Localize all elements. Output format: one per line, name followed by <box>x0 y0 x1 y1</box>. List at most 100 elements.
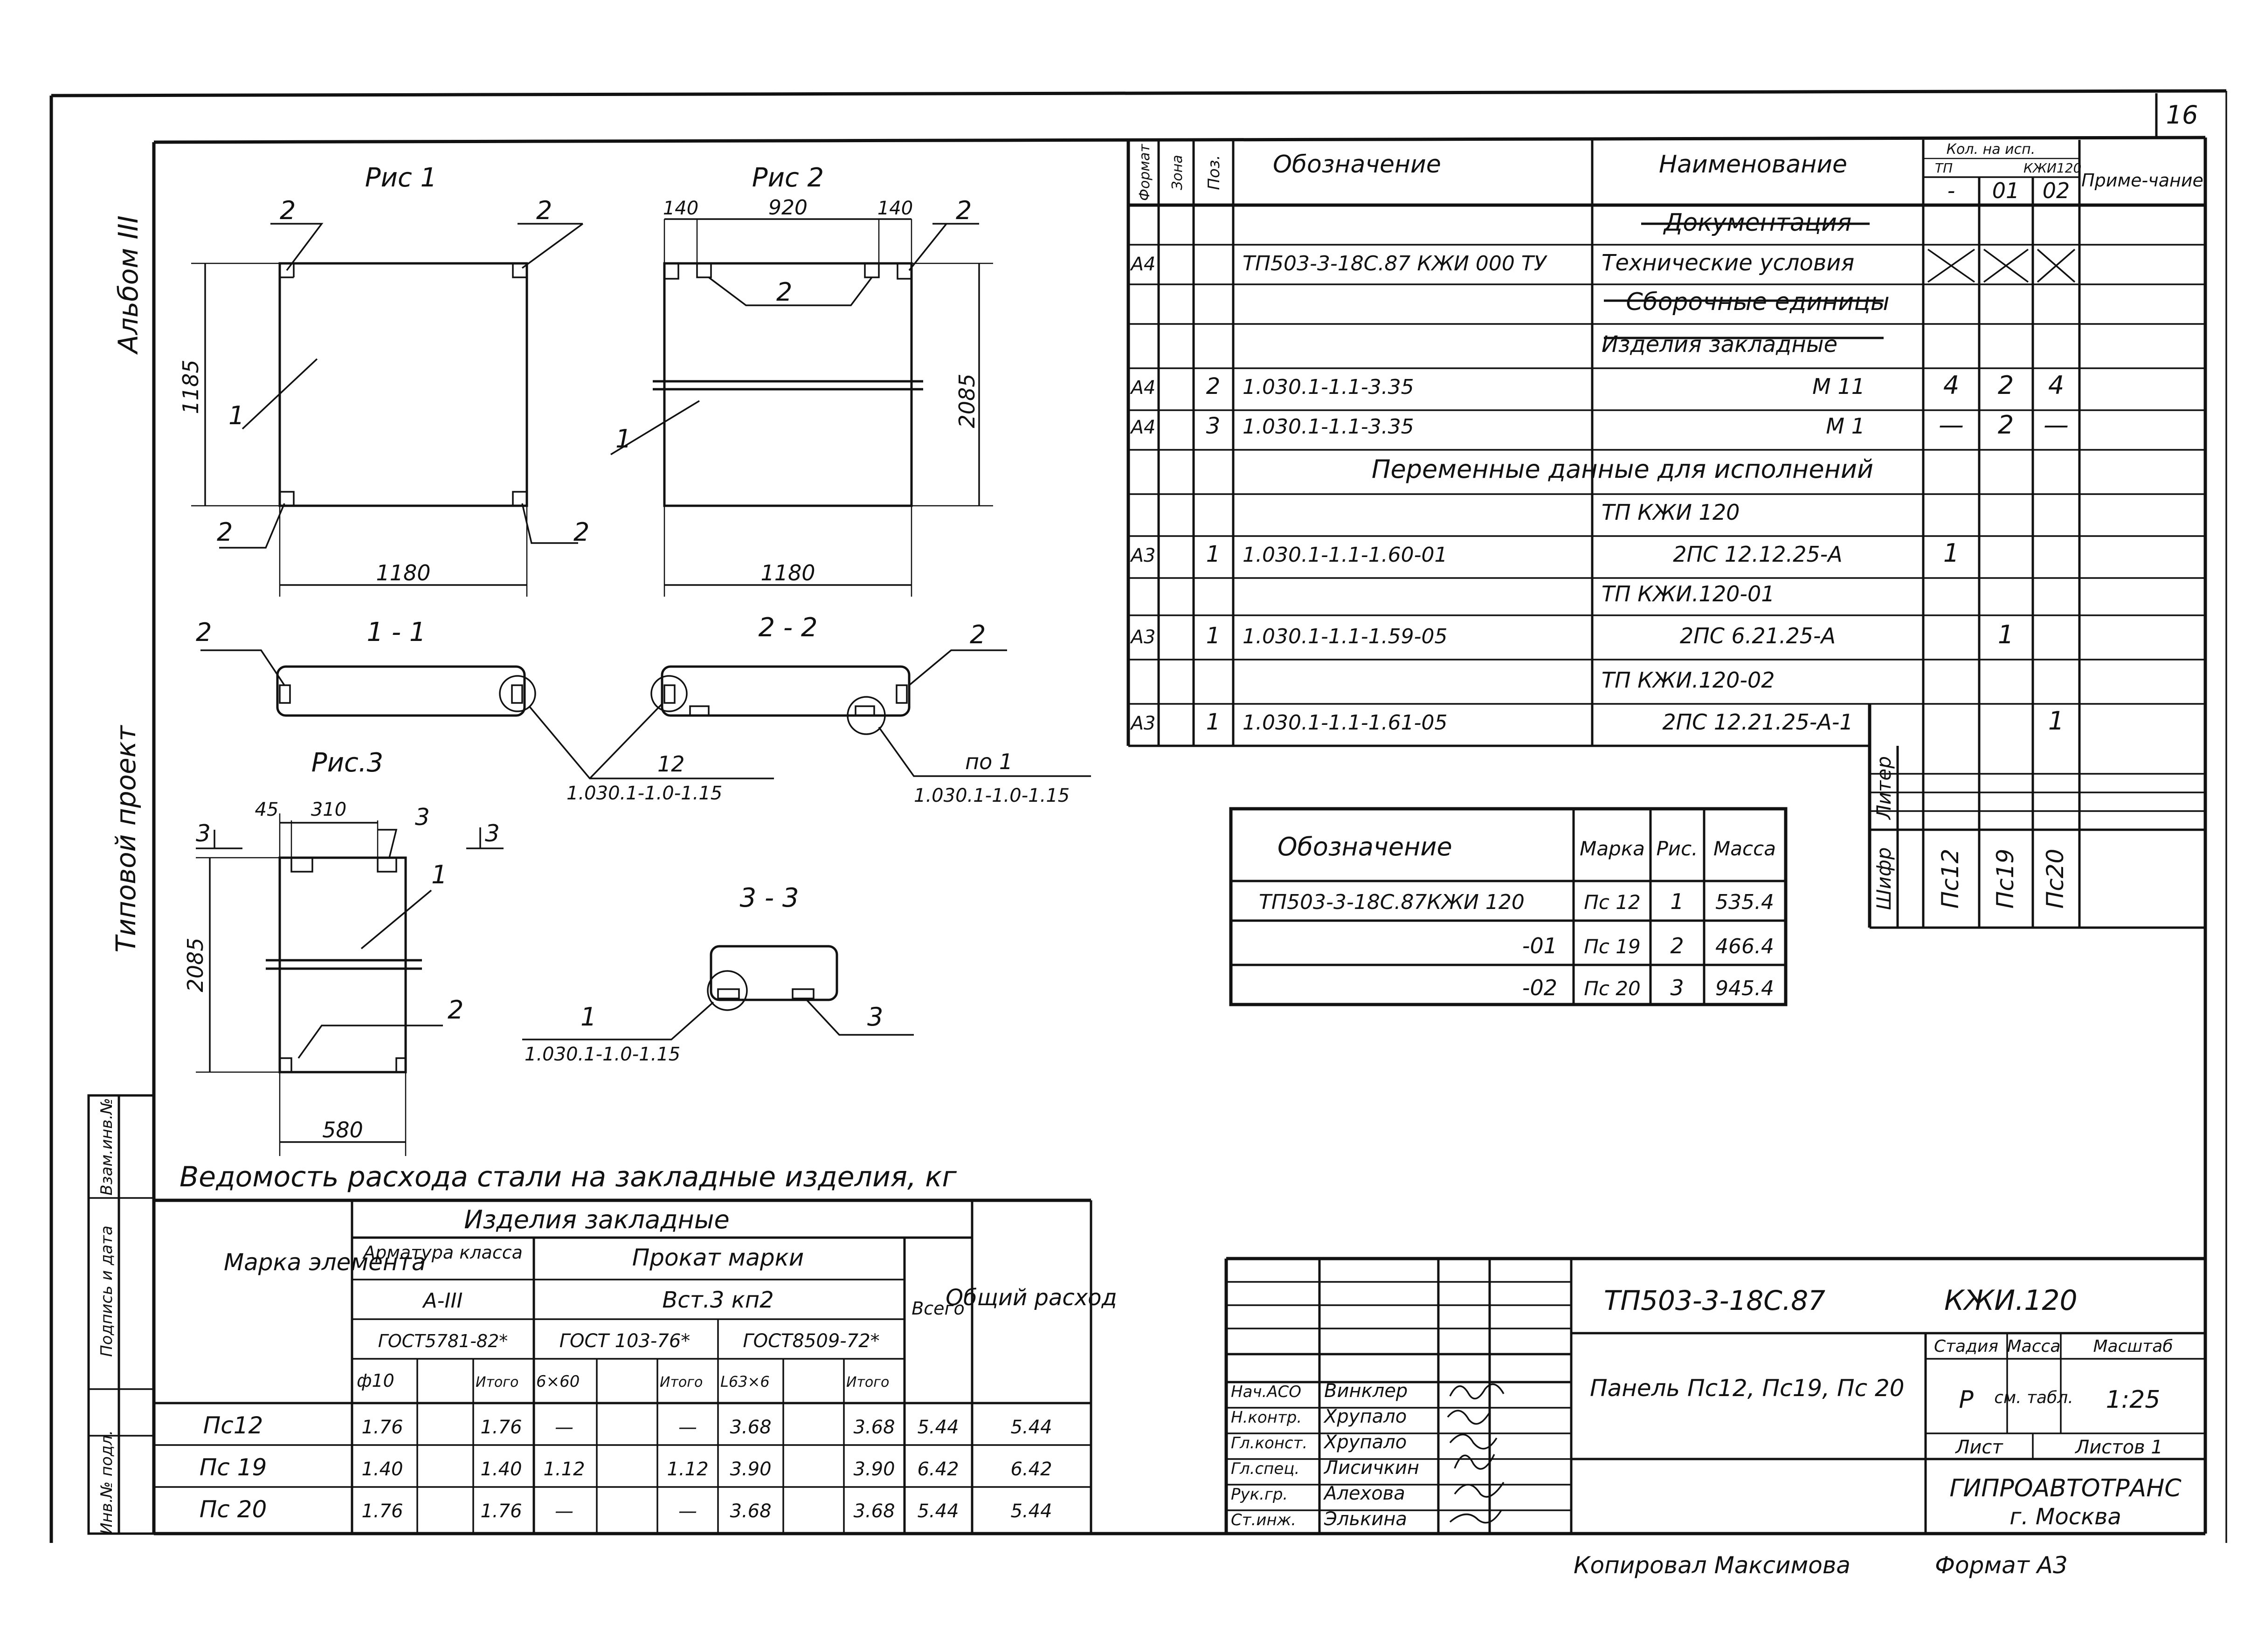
tb-mass: см. табл. <box>1994 1388 2073 1407</box>
spec-h-format: Формат <box>1137 144 1153 201</box>
spec-row-name: ТП КЖИ.120-02 <box>1602 668 1775 693</box>
tb-role: Гл.конст. <box>1231 1434 1307 1452</box>
tb-org: ГИПРОАВТОТРАНС <box>1949 1474 2182 1502</box>
steel-h-total-text: Общий расход <box>946 1285 1117 1311</box>
spec-h-pos: Поз. <box>1205 155 1223 190</box>
mass-row-designation: -02 <box>1522 975 1557 1000</box>
spec-row-pos: 3 <box>1206 413 1221 439</box>
mass-h-fig: Рис. <box>1656 837 1698 860</box>
spec-mark-0: Пс12 <box>1937 849 1964 909</box>
mass-h-mark: Марка <box>1580 837 1645 860</box>
mass-row-mark: Пс 19 <box>1584 935 1640 958</box>
steel-row-b: — <box>555 1417 573 1438</box>
spec-h-qty-kzhi: КЖИ120 <box>2023 160 2081 176</box>
steel-row-c: 3.68 <box>730 1501 771 1522</box>
tb-scale: 1:25 <box>2106 1386 2161 1414</box>
spec-row-format: А3 <box>1130 626 1156 648</box>
tb-mass-h: Масса <box>2007 1337 2061 1356</box>
fig2-dim-140b: 140 <box>877 198 913 219</box>
spec-h-note: Приме-чание <box>2081 170 2203 191</box>
fig3-dim-45: 45 <box>255 799 279 820</box>
ref2-code: 1.030.1-1.0-1.15 <box>914 785 1070 806</box>
spec-row-designation: ТП503-3-18С.87 КЖИ 000 ТУ <box>1243 252 1548 275</box>
fig3-title: Рис.3 <box>311 748 383 778</box>
fig3-pos2: 2 <box>448 995 463 1025</box>
tb-person: Лисичкин <box>1323 1457 1419 1479</box>
steel-h-group: Изделия закладные <box>464 1205 729 1234</box>
tb-sheets-h: Листов 1 <box>2074 1437 2163 1458</box>
figure-1 <box>191 223 584 597</box>
tb-stage-h: Стадия <box>1934 1337 1998 1356</box>
steel-h-mark-col-text: Марка элемента <box>224 1249 426 1276</box>
mass-row-mass: 466.4 <box>1715 935 1774 958</box>
sec33-code: 1.030.1-1.0-1.15 <box>525 1044 680 1065</box>
spec-table-grid <box>1126 140 2205 929</box>
tb-role: Рук.гр. <box>1231 1485 1288 1504</box>
sec11-title: 1 - 1 <box>366 617 426 647</box>
fig3-dim-width: 580 <box>322 1117 363 1143</box>
fig1-pos2-br: 2 <box>573 517 589 547</box>
stamp-label-inv: Инв.№ подл. <box>97 1430 116 1535</box>
steel-row-c: 3.68 <box>730 1417 771 1438</box>
steel-row-bi: — <box>678 1417 697 1438</box>
spec-row-qty-2: 4 <box>2048 371 2064 400</box>
steel-h-s2: 6×60 <box>536 1372 580 1391</box>
mass-row-designation: ТП503-3-18С.87КЖИ 120 <box>1259 890 1525 914</box>
tb-role: Ст.инж. <box>1231 1511 1296 1529</box>
spec-row-qty-0: 4 <box>1943 371 1959 400</box>
tb-person: Винклер <box>1324 1380 1408 1402</box>
figure-3 <box>196 813 504 1156</box>
steel-row-mark: Пс12 <box>203 1412 263 1439</box>
steel-row-tot: 5.44 <box>1010 1417 1052 1438</box>
spec-h-qty-0: - <box>1947 178 1955 203</box>
spec-row-format: А4 <box>1130 377 1156 399</box>
steel-h-itogo2: Итого <box>660 1374 703 1390</box>
stamp-label-replace: Взам.инв.№ <box>97 1098 116 1195</box>
steel-title: Ведомость расхода стали на закладные изд… <box>180 1161 957 1193</box>
steel-h-arm: Арматура класса <box>362 1242 523 1263</box>
fig2-dim-width: 1180 <box>760 560 815 585</box>
spec-row-qty-2: 1 <box>2048 706 2064 736</box>
steel-row-ai: 1.40 <box>480 1459 522 1480</box>
steel-row-ci: 3.68 <box>853 1501 895 1522</box>
spec-mark-1: Пс19 <box>1992 849 2019 909</box>
sec22-pos2: 2 <box>970 620 986 649</box>
steel-row-ci: 3.90 <box>853 1459 895 1480</box>
tb-role: Н.контр. <box>1231 1408 1302 1427</box>
fig2-pos1: 1 <box>615 424 631 454</box>
tb-doc: КЖИ.120 <box>1944 1284 2078 1317</box>
spec-row-name: 2ПС 12.12.25-А <box>1673 542 1843 567</box>
tb-person: Алехова <box>1323 1483 1405 1504</box>
sheet-frame <box>49 89 2227 1543</box>
fig3-dim-height: 2085 <box>183 937 208 992</box>
fig1-pos2-tr: 2 <box>536 196 552 225</box>
spec-h-qty-1: 01 <box>1992 178 2020 203</box>
spec-row-name: ТП КЖИ 120 <box>1602 500 1740 525</box>
fig2-pos2-tr: 2 <box>956 196 972 225</box>
steel-h-itogo3: Итого <box>846 1374 889 1390</box>
spec-row-format: А3 <box>1130 713 1156 734</box>
steel-h-vsego: Всего <box>911 1298 965 1319</box>
footer-copied: Копировал Максимова <box>1574 1552 1851 1579</box>
sec33-pos3: 3 <box>867 1002 883 1032</box>
steel-row-ci: 3.68 <box>853 1417 895 1438</box>
spec-row-name: 2ПС 6.21.25-А <box>1680 623 1836 648</box>
sections-1-2 <box>200 649 1091 779</box>
title-block-grid <box>1224 1257 2205 1534</box>
tb-person: Хрупало <box>1323 1406 1407 1427</box>
steel-row-a: 1.76 <box>361 1501 403 1522</box>
spec-row-name: ТП КЖИ.120-01 <box>1602 581 1775 606</box>
spec-shifr: Шифр <box>1872 847 1895 910</box>
steel-table-grid <box>154 1198 1092 1534</box>
fig3-pos1: 1 <box>431 860 447 889</box>
steel-row-b: — <box>555 1501 573 1522</box>
spec-row-designation: 1.030.1-1.1-3.35 <box>1243 415 1414 439</box>
tb-code: ТП503-3-18С.87 <box>1604 1285 1825 1316</box>
fig1-pos2-bl: 2 <box>217 517 233 547</box>
spec-row-name: 2ПС 12.21.25-А-1 <box>1662 709 1853 735</box>
sec33-pos1: 1 <box>580 1002 596 1032</box>
steel-h-total: Общий расход <box>946 1285 1117 1311</box>
steel-row-tot: 5.44 <box>1010 1501 1052 1522</box>
